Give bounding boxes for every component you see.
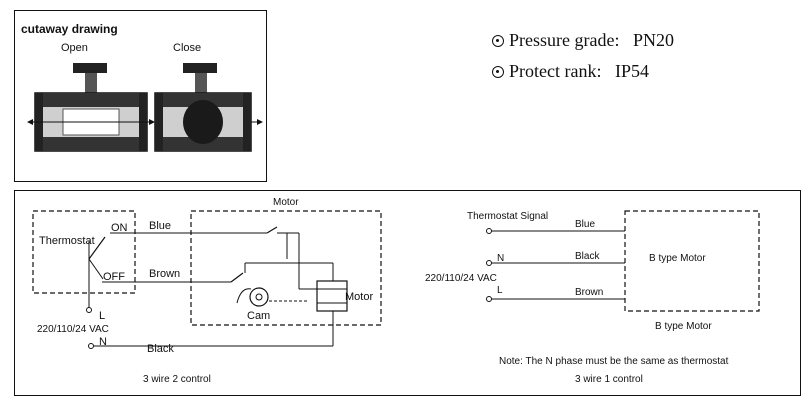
brown-wire-label: Brown xyxy=(149,268,180,280)
bullet-icon xyxy=(492,35,504,47)
black-wire-label: Black xyxy=(575,251,600,262)
wiring-diagram-2-control: Thermostat Motor ON OFF L 220/110/24 VAC… xyxy=(32,197,382,385)
bullet-icon xyxy=(492,66,504,78)
cam-label: Cam xyxy=(247,310,270,322)
n-label: N xyxy=(99,336,107,348)
on-label: ON xyxy=(111,222,128,234)
close-label: Close xyxy=(173,42,201,54)
caption-2-control: 3 wire 2 control xyxy=(143,374,211,385)
cam-symbol xyxy=(249,287,269,307)
wiring-panel: Thermostat Motor ON OFF L 220/110/24 VAC… xyxy=(14,190,801,396)
b-type-motor-box xyxy=(624,210,760,312)
l-label: L xyxy=(99,310,105,322)
motor-coil-label: Motor xyxy=(345,291,373,303)
cutaway-panel: cutaway drawing Open Close xyxy=(14,10,267,182)
black-wire-label: Black xyxy=(147,343,174,355)
caption-1-control: 3 wire 1 control xyxy=(575,374,643,385)
n-label: N xyxy=(497,253,504,264)
off-label: OFF xyxy=(103,271,125,283)
blue-wire-label: Blue xyxy=(575,219,595,230)
cutaway-illustration: cutaway drawing Open Close xyxy=(21,22,263,152)
l-label: L xyxy=(497,285,503,296)
spec-label: Pressure grade: xyxy=(509,30,620,50)
thermostat-signal-label: Thermostat Signal xyxy=(467,211,548,222)
voltage-label: 220/110/24 VAC xyxy=(425,273,497,284)
motor-box xyxy=(190,210,382,326)
b-type-motor-box-label: B type Motor xyxy=(649,253,706,264)
voltage-label: 220/110/24 VAC xyxy=(37,324,109,335)
spec-protect-rank: Protect rank: IP54 xyxy=(483,40,649,82)
closed-valve-drawing xyxy=(154,63,263,152)
open-valve-drawing xyxy=(27,63,155,152)
blue-wire-label: Blue xyxy=(149,220,171,232)
brown-wire-label: Brown xyxy=(575,287,603,298)
motor-coil xyxy=(316,280,348,312)
motor-title: Motor xyxy=(273,197,299,208)
wiring-diagrams: Thermostat Motor ON OFF L 220/110/24 VAC… xyxy=(32,197,760,385)
spec-label: Protect rank: xyxy=(509,61,602,81)
spec-pressure-grade: Pressure grade: PN20 xyxy=(483,9,674,51)
thermostat-label: Thermostat xyxy=(39,235,95,247)
n-phase-note: Note: The N phase must be the same as th… xyxy=(499,356,729,367)
b-type-motor-caption: B type Motor xyxy=(655,321,712,332)
spec-value: PN20 xyxy=(632,30,674,50)
wiring-diagram-1-control: Thermostat Signal Blue N Black 220/110/2… xyxy=(425,210,760,385)
cutaway-title: cutaway drawing xyxy=(21,22,118,36)
thermostat-box xyxy=(32,210,136,294)
spec-value: IP54 xyxy=(614,61,649,81)
open-label: Open xyxy=(61,42,88,54)
